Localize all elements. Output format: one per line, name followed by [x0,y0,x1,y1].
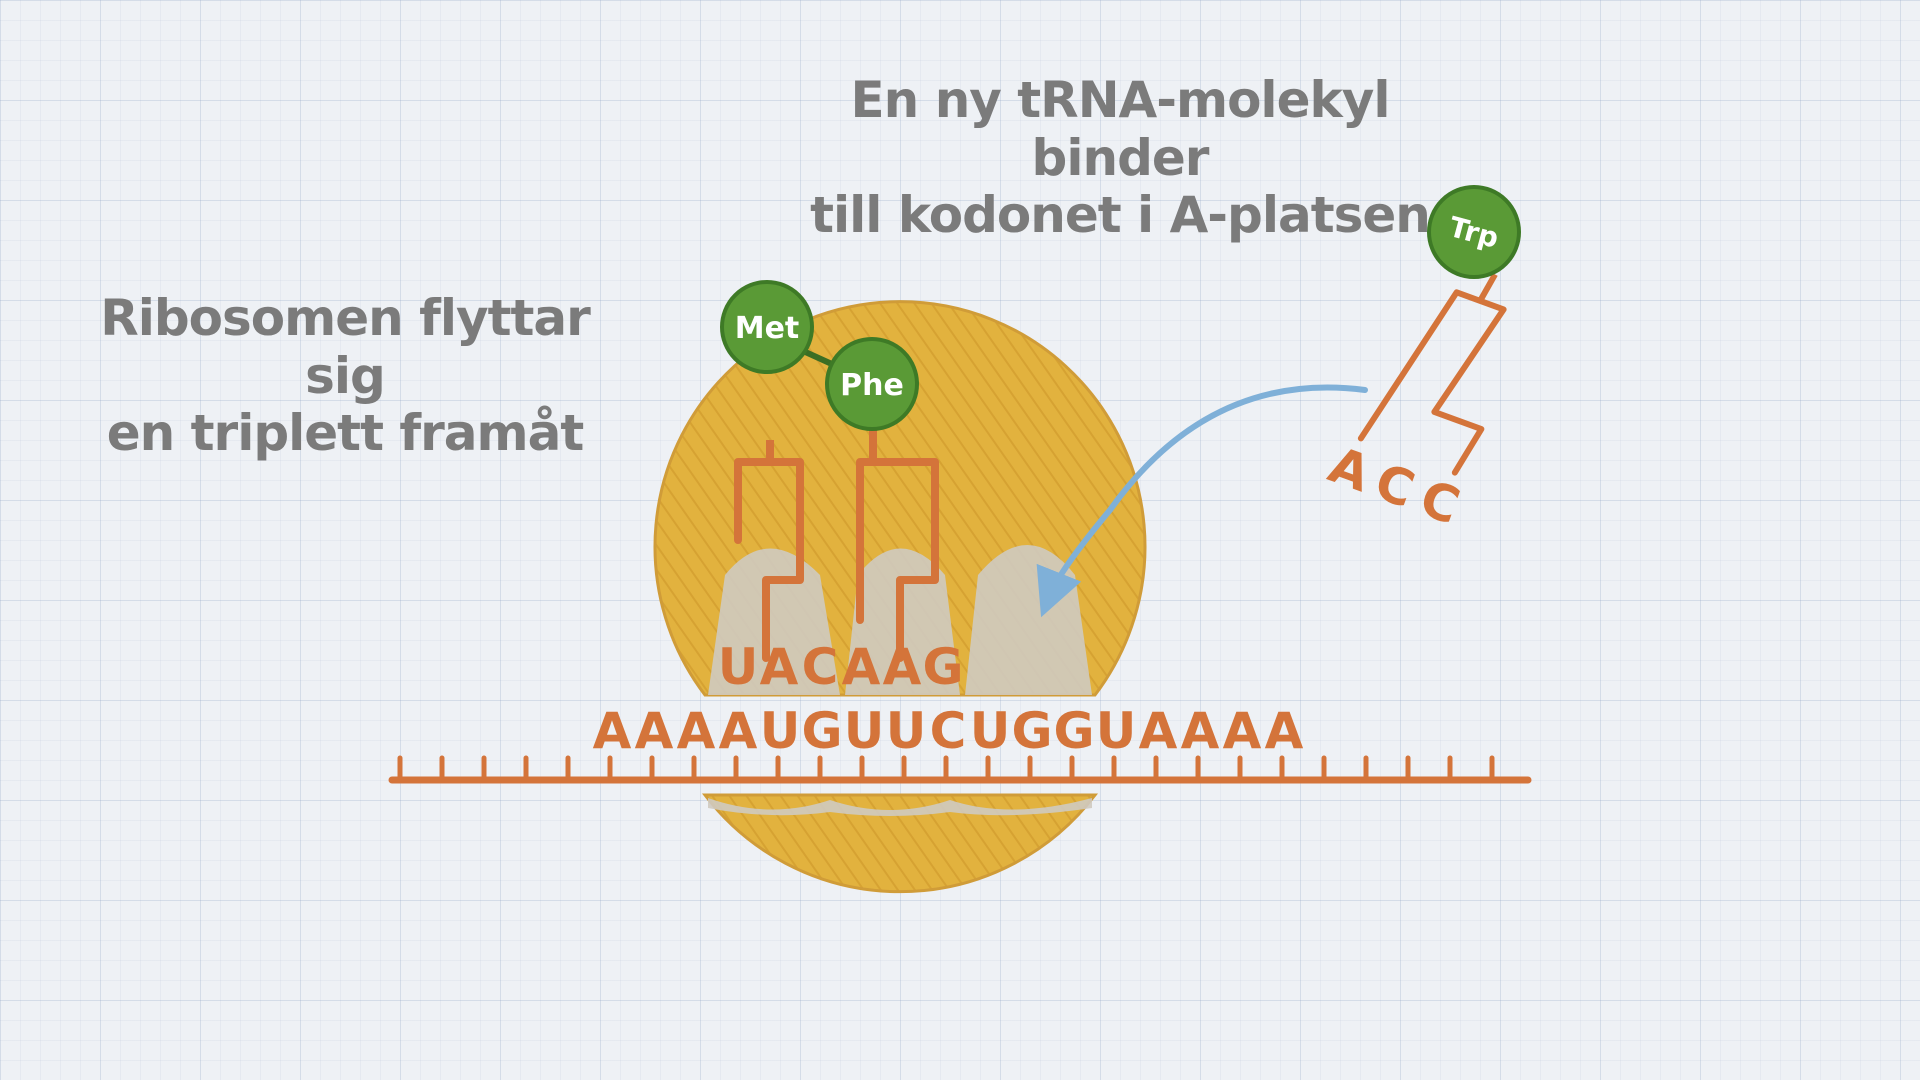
mrna-base: A [593,702,632,760]
incoming-anticodon-base: C [1413,469,1467,536]
mrna-base: U [760,702,801,760]
ribosome-small-subunit [701,793,1099,894]
incoming-anticodon-base: A [1321,436,1377,504]
amino-acid-met-circle [720,280,814,374]
mrna-base: U [844,702,885,760]
caption-ribosome-moves-line1: Ribosomen flyttar sig [100,289,591,405]
mrna-base: C [930,702,967,760]
trna-met [734,440,804,662]
anticodon-base: G [922,638,963,696]
amino-acid-trp-circle [1427,185,1521,279]
mrna-base: A [1139,702,1178,760]
mrna-base: G [1053,702,1094,760]
amino-acid-phe-circle [825,337,919,431]
mrna-base: G [1011,702,1052,760]
trna-met-body [734,458,804,662]
anticodon-base: C [802,638,839,696]
binding-arrow [1036,384,1368,618]
trna-phe-body [856,458,939,662]
mrna-base: A [1181,702,1220,760]
amino-acid-trp: Trp [1427,185,1521,279]
mrna-base: A [719,702,758,760]
amino-acid-met: Met [720,280,814,374]
anticodon-base: A [842,638,881,696]
incoming-anticodon-base: C [1368,452,1422,519]
ribosome [653,300,1147,894]
trna-trp-body [1357,289,1507,476]
mrna-base: A [1265,702,1304,760]
mrna-base: U [970,702,1011,760]
anticodon-base: A [760,638,799,696]
mrna-base: A [1223,702,1262,760]
mrna-base: U [886,702,927,760]
mrna-base: U [1096,702,1137,760]
mrna-base: A [677,702,716,760]
ribosome-lower-grey [708,798,1092,816]
mrna-ticks [397,755,1495,783]
caption-new-trna-line1: En ny tRNA-molekyl binder [850,71,1391,187]
ribosome-site-e [708,548,840,695]
caption-ribosome-moves-line2: en triplett framåt [106,404,585,462]
mrna-base: G [801,702,842,760]
amino-acid-phe: Phe [825,337,919,431]
caption-new-trna-line2: till kodonet i A-platsen [810,186,1431,244]
anticodon-base: A [883,638,922,696]
mrna-base: A [635,702,674,760]
anticodon-base: U [718,638,759,696]
trna-trp-stem [1477,272,1498,303]
anticodon-incoming: ACC [1321,436,1466,536]
amino-acid-met-label: Met [735,311,800,346]
caption-new-trna: En ny tRNA-molekyl binder till kodonet i… [760,71,1480,245]
caption-ribosome-moves: Ribosomen flyttar sig en triplett framåt [80,289,610,463]
amino-acid-phe-label: Phe [840,368,904,403]
